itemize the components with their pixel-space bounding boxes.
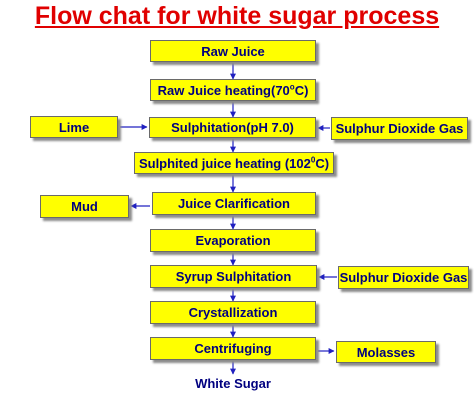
step-raw-juice-label: Raw Juice [201, 43, 265, 59]
step-juice-clarification-label: Juice Clarification [178, 196, 290, 211]
input-sulphur-dioxide-gas-2-label: Sulphur Dioxide Gas [339, 270, 468, 285]
step-crystallization-label: Crystallization [188, 305, 278, 320]
step-crystallization: Crystallization [150, 301, 316, 324]
step-white-sugar: White Sugar [195, 376, 271, 391]
output-mud-label: Mud [71, 199, 98, 214]
step-sulphited-juice-heating: Sulphited juice heating (1020C) [134, 152, 334, 174]
step-raw-juice-heating: Raw Juice heating(70oC) [150, 79, 316, 101]
step-syrup-sulphitation: Syrup Sulphitation [150, 265, 317, 288]
step-centrifuging-label: Centrifuging [194, 341, 272, 356]
input-lime-label: Lime [58, 119, 90, 135]
step-raw-juice: Raw Juice [150, 40, 316, 62]
output-molasses-label: Molasses [356, 344, 416, 360]
step-sulphitation: Sulphitation(pH 7.0) [149, 117, 316, 138]
step-centrifuging: Centrifuging [150, 337, 316, 360]
input-lime: Lime [30, 116, 118, 138]
step-sulphited-juice-heating-label: Sulphited juice heating (1020C) [138, 155, 330, 171]
step-evaporation: Evaporation [150, 229, 316, 252]
output-mud: Mud [40, 195, 129, 218]
input-sulphur-dioxide-gas-1-label: Sulphur Dioxide Gas [335, 121, 464, 136]
input-sulphur-dioxide-gas-2: Sulphur Dioxide Gas [338, 266, 469, 289]
step-sulphitation-label: Sulphitation(pH 7.0) [171, 120, 294, 135]
output-molasses: Molasses [336, 341, 436, 363]
input-sulphur-dioxide-gas-1: Sulphur Dioxide Gas [331, 117, 468, 140]
step-syrup-sulphitation-label: Syrup Sulphitation [175, 269, 292, 284]
step-juice-clarification: Juice Clarification [152, 192, 316, 215]
step-evaporation-label: Evaporation [195, 233, 271, 248]
step-raw-juice-heating-label: Raw Juice heating(70oC) [157, 82, 309, 98]
diagram-title: Flow chat for white sugar process [34, 2, 440, 30]
